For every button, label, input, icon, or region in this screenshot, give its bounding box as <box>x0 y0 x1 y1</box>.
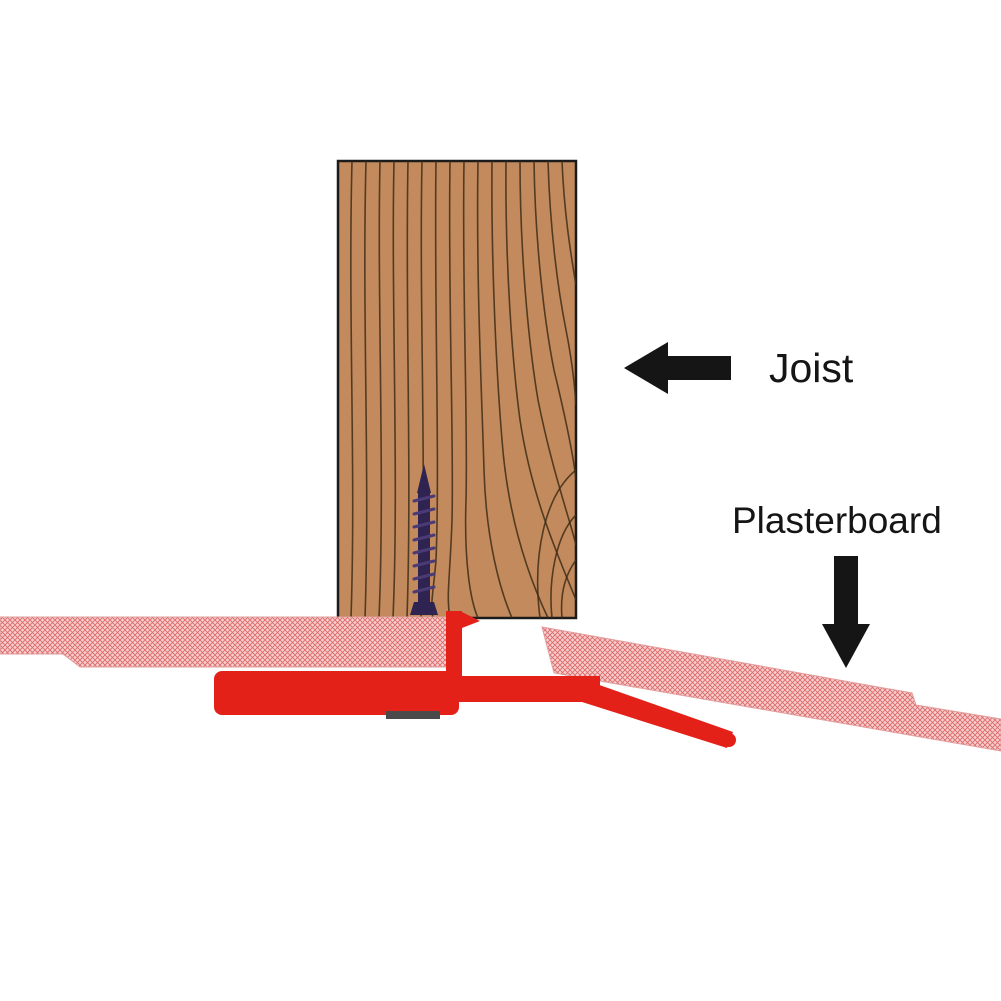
plasterboard-arrow-icon <box>822 556 870 668</box>
fixing-clip <box>214 611 736 748</box>
joist-arrow-icon <box>624 342 731 394</box>
clip-seam-mark <box>386 711 440 719</box>
plasterboard-left <box>0 616 453 668</box>
joist-wood-block <box>336 159 578 620</box>
joist-label: Joist <box>769 345 854 391</box>
plasterboard-right <box>541 626 1001 752</box>
screw <box>410 464 438 615</box>
plasterboard-label: Plasterboard <box>732 500 942 541</box>
